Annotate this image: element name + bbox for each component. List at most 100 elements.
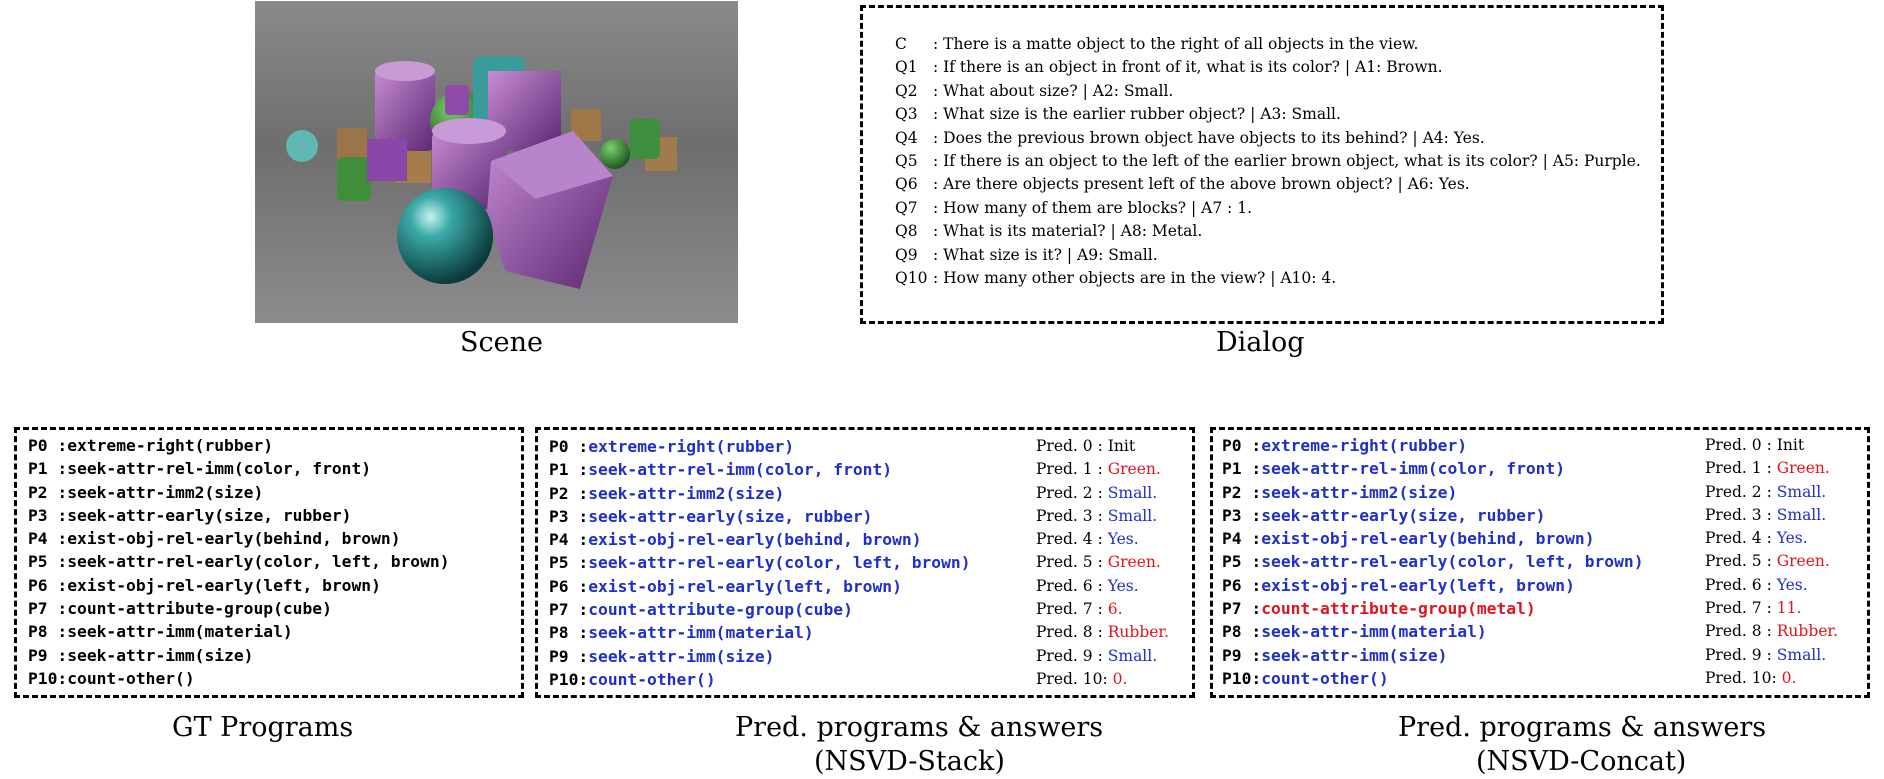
- program-line: P4 :exist-obj-rel-early(behind, brown): [549, 528, 971, 551]
- program-line: P10:count-other(): [1222, 667, 1644, 690]
- scene-image: [255, 1, 738, 323]
- program-line: P8 :seek-attr-imm(material): [549, 621, 971, 644]
- program-line: P3 :seek-attr-early(size, rubber): [28, 504, 450, 527]
- program-id: P0 :: [1222, 436, 1262, 455]
- program-code: seek-attr-early(size, rubber): [588, 506, 873, 526]
- program-code: seek-attr-rel-early(color, left, brown): [67, 552, 450, 572]
- program-id: P1 :: [28, 459, 68, 479]
- program-code: seek-attr-imm2(size): [588, 483, 785, 503]
- prediction-label: Pred. 2 :: [1705, 482, 1772, 501]
- program-id: P0 :: [549, 437, 589, 456]
- program-line: P6 :exist-obj-rel-early(left, brown): [1222, 574, 1644, 597]
- dialog-line-text: : Are there objects present left of the …: [933, 175, 1470, 194]
- program-line: P4 :exist-obj-rel-early(behind, brown): [1222, 527, 1644, 550]
- dialog-line-text: : How many other objects are in the view…: [933, 269, 1337, 288]
- dialog-line-text: : What is its material? | A8: Metal.: [933, 222, 1203, 241]
- prediction-label: Pred. 9 :: [1705, 645, 1772, 664]
- dialog-line-text: : How many of them are blocks? | A7 : 1.: [933, 198, 1253, 217]
- prediction-line: Pred. 10: 0.: [1705, 667, 1838, 690]
- program-id: P1 :: [549, 460, 589, 480]
- program-id: P4 :: [28, 529, 68, 549]
- program-line: P2 :seek-attr-imm2(size): [1222, 481, 1644, 504]
- prediction-label: Pred. 7 :: [1036, 600, 1103, 619]
- prediction-line: Pred. 4 : Yes.: [1705, 527, 1838, 550]
- program-line: P2 :seek-attr-imm2(size): [28, 481, 450, 504]
- prediction-value: Green.: [1107, 553, 1161, 572]
- program-id: P10:: [549, 669, 589, 689]
- program-code: count-attribute-group(cube): [588, 600, 853, 620]
- dialog-line-label: Q7: [895, 198, 918, 217]
- program-code: extreme-right(rubber): [588, 437, 795, 456]
- prediction-line: Pred. 8 : Rubber.: [1705, 620, 1838, 643]
- program-id: P3 :: [549, 506, 589, 526]
- dialog-line-label: C: [895, 35, 907, 53]
- gt-programs-box: [14, 427, 524, 698]
- stack-program-list: P0 :extreme-right(rubber) P1 :seek-attr-r…: [549, 435, 971, 691]
- dialog-line-text: : There is a matte object to the right o…: [933, 35, 1419, 53]
- prediction-label: Pred. 5 :: [1705, 552, 1772, 571]
- program-code: exist-obj-rel-early(left, brown): [1261, 575, 1575, 595]
- prediction-value: Init: [1107, 437, 1136, 455]
- program-line: P6 :exist-obj-rel-early(left, brown): [549, 575, 971, 598]
- prediction-line: Pred. 2 : Small.: [1705, 481, 1838, 504]
- program-id: P2 :: [1222, 482, 1262, 502]
- dialog-line-label: Q5: [895, 152, 918, 171]
- dialog-line: Q3: What size is the earlier rubber obje…: [895, 103, 1641, 126]
- prediction-label: Pred. 1 :: [1705, 459, 1772, 478]
- dialog-line-text: : If there is an object to the left of t…: [933, 152, 1641, 171]
- program-line: P8 :seek-attr-imm(material): [28, 620, 450, 643]
- dialog-line: Q9: What size is it? | A9: Small.: [895, 244, 1641, 267]
- prediction-value: Green.: [1776, 459, 1830, 478]
- prediction-line: Pred. 3 : Small.: [1036, 505, 1169, 528]
- prediction-line: Pred. 5 : Green.: [1036, 551, 1169, 574]
- prediction-line: Pred. 7 : 6.: [1036, 598, 1169, 621]
- prediction-value: Green.: [1776, 552, 1830, 571]
- prediction-line: Pred. 9 : Small.: [1036, 645, 1169, 668]
- program-id: P0 :: [28, 436, 68, 455]
- program-line: P1 :seek-attr-rel-imm(color, front): [549, 458, 971, 481]
- program-line: P4 :exist-obj-rel-early(behind, brown): [28, 527, 450, 550]
- prediction-value: 11.: [1776, 599, 1802, 618]
- prediction-label: Pred. 5 :: [1036, 553, 1103, 572]
- prediction-value: 6.: [1107, 600, 1123, 619]
- concat-caption-line2: (NSVD-Concat): [1476, 746, 1687, 777]
- prediction-line: Pred. 1 : Green.: [1036, 458, 1169, 481]
- prediction-value: Init: [1776, 436, 1805, 454]
- dialog-line: Q7 : How many of them are blocks? | A7 : …: [895, 197, 1641, 220]
- program-code: extreme-right(rubber): [67, 436, 274, 455]
- program-line: P7 :count-attribute-group(metal): [1222, 597, 1644, 620]
- prediction-line: Pred. 2 : Small.: [1036, 482, 1169, 505]
- program-id: P3 :: [28, 505, 68, 525]
- program-code: seek-attr-imm(size): [1261, 645, 1448, 665]
- dialog-box: [860, 5, 1664, 324]
- program-line: P9 :seek-attr-imm(size): [549, 645, 971, 668]
- prediction-line: Pred. 9 : Small.: [1705, 644, 1838, 667]
- prediction-value: Yes.: [1107, 530, 1139, 549]
- prediction-value: Small.: [1107, 483, 1158, 502]
- program-id: P7 :: [28, 599, 68, 619]
- prediction-value: Yes.: [1107, 576, 1139, 595]
- program-code: seek-attr-imm(material): [588, 623, 814, 643]
- prediction-value: Small.: [1776, 645, 1827, 664]
- program-line: P10:count-other(): [549, 668, 971, 691]
- program-id: P8 :: [1222, 622, 1262, 642]
- dialog-line-label: Q10: [895, 269, 928, 288]
- program-code: seek-attr-rel-early(color, left, brown): [1261, 552, 1644, 572]
- program-code: seek-attr-rel-imm(color, front): [588, 460, 893, 480]
- program-code: seek-attr-imm(size): [67, 645, 254, 665]
- program-code: exist-obj-rel-early(behind, brown): [1261, 529, 1595, 549]
- prediction-label: Pred. 0 :: [1705, 436, 1772, 454]
- prediction-label: Pred. 1 :: [1036, 460, 1103, 479]
- program-line: P0 :extreme-right(rubber): [28, 434, 450, 457]
- program-line: P5 :seek-attr-rel-early(color, left, bro…: [28, 550, 450, 573]
- dialog-line: Q5 : If there is an object to the left of…: [895, 150, 1641, 173]
- program-line: P2 :seek-attr-imm2(size): [549, 482, 971, 505]
- prediction-label: Pred. 9 :: [1036, 646, 1103, 665]
- prediction-value: Small.: [1776, 505, 1827, 524]
- prediction-label: Pred. 6 :: [1036, 576, 1103, 595]
- program-line: P6 :exist-obj-rel-early(left, brown): [28, 574, 450, 597]
- prediction-value: Yes.: [1776, 529, 1808, 548]
- program-code: count-other(): [67, 668, 195, 688]
- prediction-value: 0.: [1781, 668, 1797, 687]
